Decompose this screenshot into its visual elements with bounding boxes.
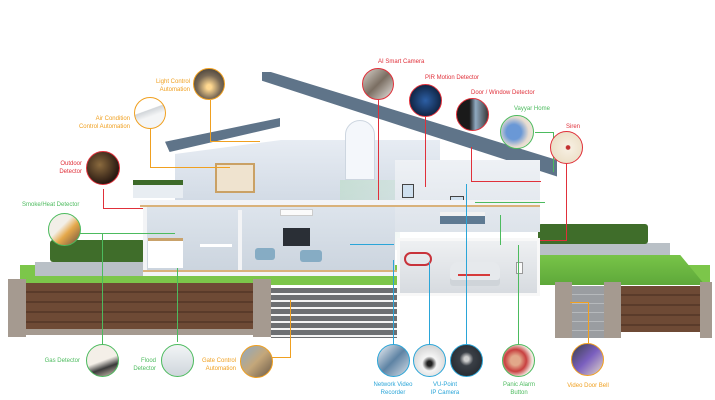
- video-door-bell-icon[interactable]: [571, 343, 604, 376]
- wall-right-panel: [621, 286, 701, 332]
- hedge-left: [50, 240, 145, 262]
- label-air-condition: Air Condition Control Automation: [78, 116, 130, 130]
- gate-control-icon[interactable]: [240, 345, 273, 378]
- ai-camera-icon[interactable]: [362, 68, 394, 100]
- gas-detector-icon[interactable]: [86, 344, 119, 377]
- lawn-right: [540, 255, 705, 285]
- label-gate-control: Gate Control Automation: [201, 358, 236, 372]
- divider-wall: [238, 210, 242, 270]
- label-pir-motion: PIR Motion Detector: [425, 75, 480, 81]
- wall-right-pillar-2: [604, 282, 621, 338]
- label-video-door-bell: Video Door Bell: [567, 383, 609, 389]
- ip-camera-wall-icon[interactable]: [450, 344, 483, 377]
- bed: [440, 212, 485, 224]
- nvr-icon[interactable]: [377, 344, 410, 377]
- label-door-window: Door / Window Detector: [471, 90, 535, 96]
- picture-frame-2: [402, 184, 414, 198]
- label-ai-camera: AI Smart Camera: [378, 59, 425, 65]
- wall-right-pillar-1: [555, 282, 572, 338]
- ground-floor-slab: [143, 270, 538, 276]
- balcony-planter: [133, 180, 183, 198]
- label-vayyar-home: Vayyar Home: [514, 106, 550, 112]
- label-vu-point: VU-Point IP Camera: [430, 382, 460, 396]
- flood-detector-icon[interactable]: [161, 344, 194, 377]
- ip-camera-dome-icon[interactable]: [413, 344, 446, 377]
- outdoor-detector-icon[interactable]: [86, 151, 120, 185]
- air-conditioner-icon[interactable]: [134, 97, 166, 129]
- panic-alarm-icon[interactable]: [502, 344, 535, 377]
- tv: [283, 228, 310, 246]
- label-outdoor-detector: Outdoor Detector: [59, 161, 82, 175]
- kitchen-cabinets: [148, 238, 183, 268]
- ground-floor: [143, 207, 395, 272]
- bunk-bed: [215, 163, 255, 193]
- arch-window: [345, 120, 375, 180]
- smoke-heat-detector-icon[interactable]: [48, 213, 81, 246]
- wall-mid-pillar: [253, 279, 271, 337]
- patio-right: [540, 243, 670, 255]
- vayyar-home-icon[interactable]: [500, 115, 534, 149]
- label-panic-alarm: Panic Alarm Button: [502, 382, 535, 396]
- sofa-right: [300, 250, 322, 262]
- label-smoke-heat: Smoke/Heat Detector: [22, 202, 80, 208]
- gate-slats: [271, 288, 397, 338]
- label-gas-detector: Gas Detector: [44, 358, 80, 364]
- wall-right-pillar-3: [700, 282, 712, 338]
- car-taillight: [458, 274, 490, 276]
- label-siren: Siren: [566, 124, 581, 130]
- patio-left: [35, 262, 145, 276]
- hedge-right: [538, 224, 648, 244]
- ev-charger: [516, 262, 523, 274]
- label-light-control: Light Control Automation: [155, 79, 190, 93]
- bicycle: [404, 252, 432, 266]
- door-window-icon[interactable]: [456, 98, 489, 131]
- floor-slab-upper: [140, 200, 540, 207]
- label-nvr: Network Video Recorder: [373, 382, 413, 396]
- sofa-left: [255, 248, 275, 260]
- dining-table: [200, 244, 232, 247]
- light-bulb-icon[interactable]: [193, 68, 225, 100]
- wall-left-pillar: [8, 279, 26, 337]
- pir-motion-icon[interactable]: [409, 84, 442, 117]
- air-conditioner: [280, 209, 313, 216]
- siren-icon[interactable]: [550, 131, 583, 164]
- wall-left-panel: [26, 283, 254, 335]
- label-flood-detector: Flood Detector: [133, 358, 156, 372]
